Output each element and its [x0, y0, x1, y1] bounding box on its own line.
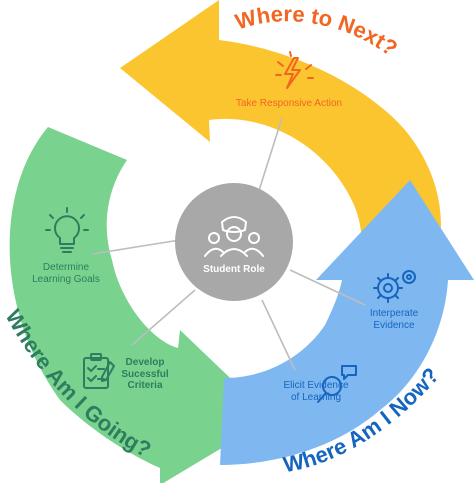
lightbulb-icon	[45, 207, 89, 253]
green-arc-arrow	[9, 127, 272, 483]
connector-take-action	[255, 117, 283, 201]
connector-develop	[131, 289, 196, 346]
gears-icon	[373, 270, 416, 303]
connector-interpret	[289, 269, 366, 306]
step-label-elicit: Elicit Evidence of Learning	[283, 380, 349, 403]
connector-lines	[91, 117, 366, 371]
blue-arc-arrow	[220, 180, 474, 465]
step-label-interpret: Interperate Evidence	[369, 308, 419, 331]
step-label-develop: Develop Sucessful Criteria	[121, 357, 169, 391]
step-label-determine: Determine Learning Goals	[32, 262, 100, 285]
lightning-bolt-icon	[275, 51, 314, 89]
connector-determine	[91, 239, 181, 255]
center-label: Student Role	[203, 264, 265, 275]
checklist-icon	[83, 353, 115, 389]
people-icon	[204, 216, 264, 257]
step-label-take-action: Take Responsive Action	[235, 98, 343, 109]
magnifier-chat-icon	[317, 365, 357, 403]
connector-elicit	[261, 299, 296, 371]
